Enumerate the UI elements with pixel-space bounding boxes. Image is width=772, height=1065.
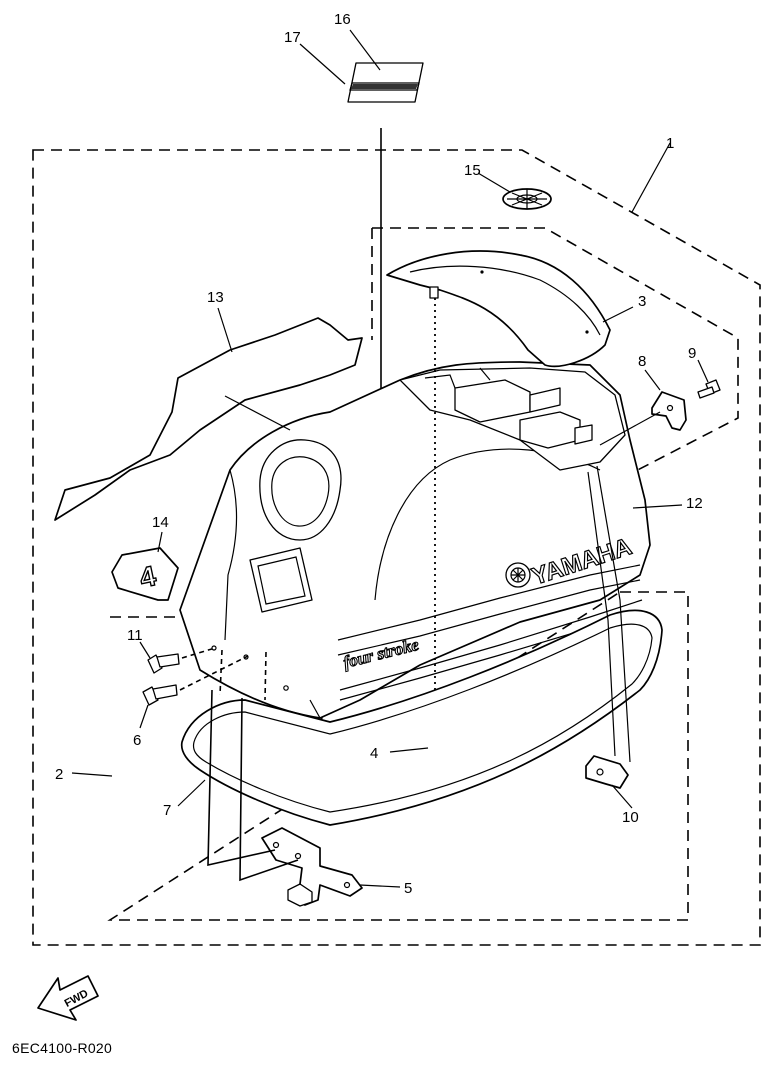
callout-12: 12 <box>686 495 703 512</box>
number-decal-14: 4 <box>111 547 179 601</box>
callout-9: 9 <box>688 345 696 362</box>
screw-11 <box>147 653 180 674</box>
callout-10: 10 <box>622 809 639 826</box>
top-cowling <box>179 361 651 719</box>
clip-10 <box>585 755 629 789</box>
bolt-9 <box>697 379 721 399</box>
callout-17: 17 <box>284 29 301 46</box>
bracket-plate-5 <box>261 827 363 907</box>
svg-text:4: 4 <box>137 560 159 594</box>
top-cover-3 <box>386 250 611 368</box>
callout-2: 2 <box>55 766 63 783</box>
diagram-code: 6EC4100-R020 <box>12 1040 113 1056</box>
assembly-boundary-3 <box>371 227 739 476</box>
callout-13: 13 <box>207 289 224 306</box>
grommet-15 <box>502 188 552 210</box>
callout-14: 14 <box>152 514 169 531</box>
callout-11: 11 <box>127 627 143 644</box>
callout-8: 8 <box>638 353 646 370</box>
fwd-arrow-icon: FWD <box>37 975 99 1021</box>
callout-7: 7 <box>163 802 171 819</box>
callout-1: 1 <box>666 135 674 152</box>
callout-5: 5 <box>404 880 412 897</box>
decal-sheet <box>347 62 424 103</box>
callout-16: 16 <box>334 11 351 28</box>
callout-6: 6 <box>133 732 141 749</box>
callout-3: 3 <box>638 293 646 310</box>
bracket-8 <box>651 391 687 431</box>
callout-4: 4 <box>370 745 378 762</box>
seal-7 <box>180 609 663 826</box>
callout-15: 15 <box>464 162 481 179</box>
screw-6 <box>142 684 178 706</box>
side-decal-13 <box>54 317 363 521</box>
brand-emblem <box>505 562 531 588</box>
